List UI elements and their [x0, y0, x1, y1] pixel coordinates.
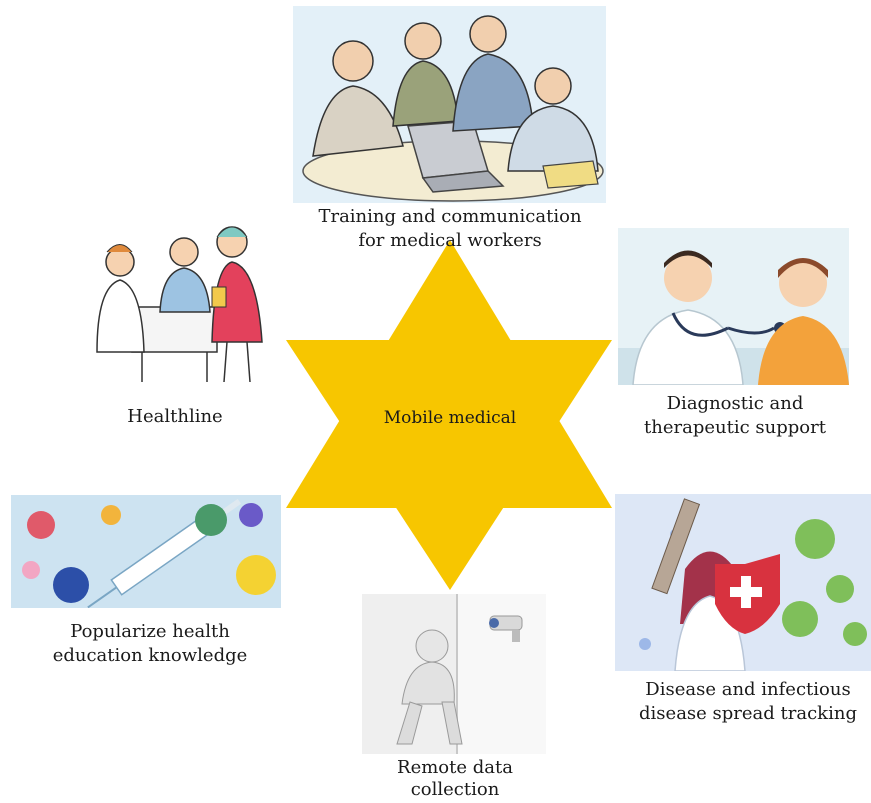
doctor-shield-virus-icon [615, 494, 871, 671]
caption-remote-line2: collection [410, 779, 500, 800]
caption-healthline-line1: Healthline [127, 406, 223, 427]
caption-diagnostic-line2: therapeutic support [644, 417, 826, 438]
caption-diagnostic-line1: Diagnostic and [666, 393, 804, 414]
diagnostic-illustration [618, 228, 849, 385]
tracking-illustration [615, 494, 871, 671]
caption-training-line1: Training and communication [318, 206, 582, 227]
caption-tracking-line2: disease spread tracking [639, 703, 857, 724]
caption-healthline: Healthline [100, 405, 250, 429]
caption-remote-line1: Remote data [397, 757, 513, 778]
education-illustration [11, 495, 281, 608]
caption-education: Popularize health education knowledge [40, 620, 260, 668]
caption-education-line1: Popularize health [70, 621, 230, 642]
training-illustration [293, 6, 606, 203]
healthline-illustration [72, 212, 277, 387]
virus-syringe-icon [11, 495, 281, 608]
nurse-patient-icon [96, 226, 263, 383]
caption-education-line2: education knowledge [52, 645, 248, 666]
figure-security-camera-icon [362, 594, 546, 754]
caption-training: Training and communication for medical w… [300, 205, 600, 253]
caption-diagnostic: Diagnostic and therapeutic support [625, 392, 845, 440]
caption-training-line2: for medical workers [358, 230, 542, 251]
center-label: Mobile medical [383, 408, 517, 428]
caption-tracking: Disease and infectious disease spread tr… [628, 678, 868, 726]
remote-illustration [362, 594, 546, 754]
caption-tracking-line1: Disease and infectious [645, 679, 851, 700]
doctor-stethoscope-icon [618, 228, 849, 385]
caption-remote: Remote data collection [380, 757, 530, 801]
star-triangle-down [286, 340, 612, 590]
team-meeting-icon [293, 6, 606, 203]
